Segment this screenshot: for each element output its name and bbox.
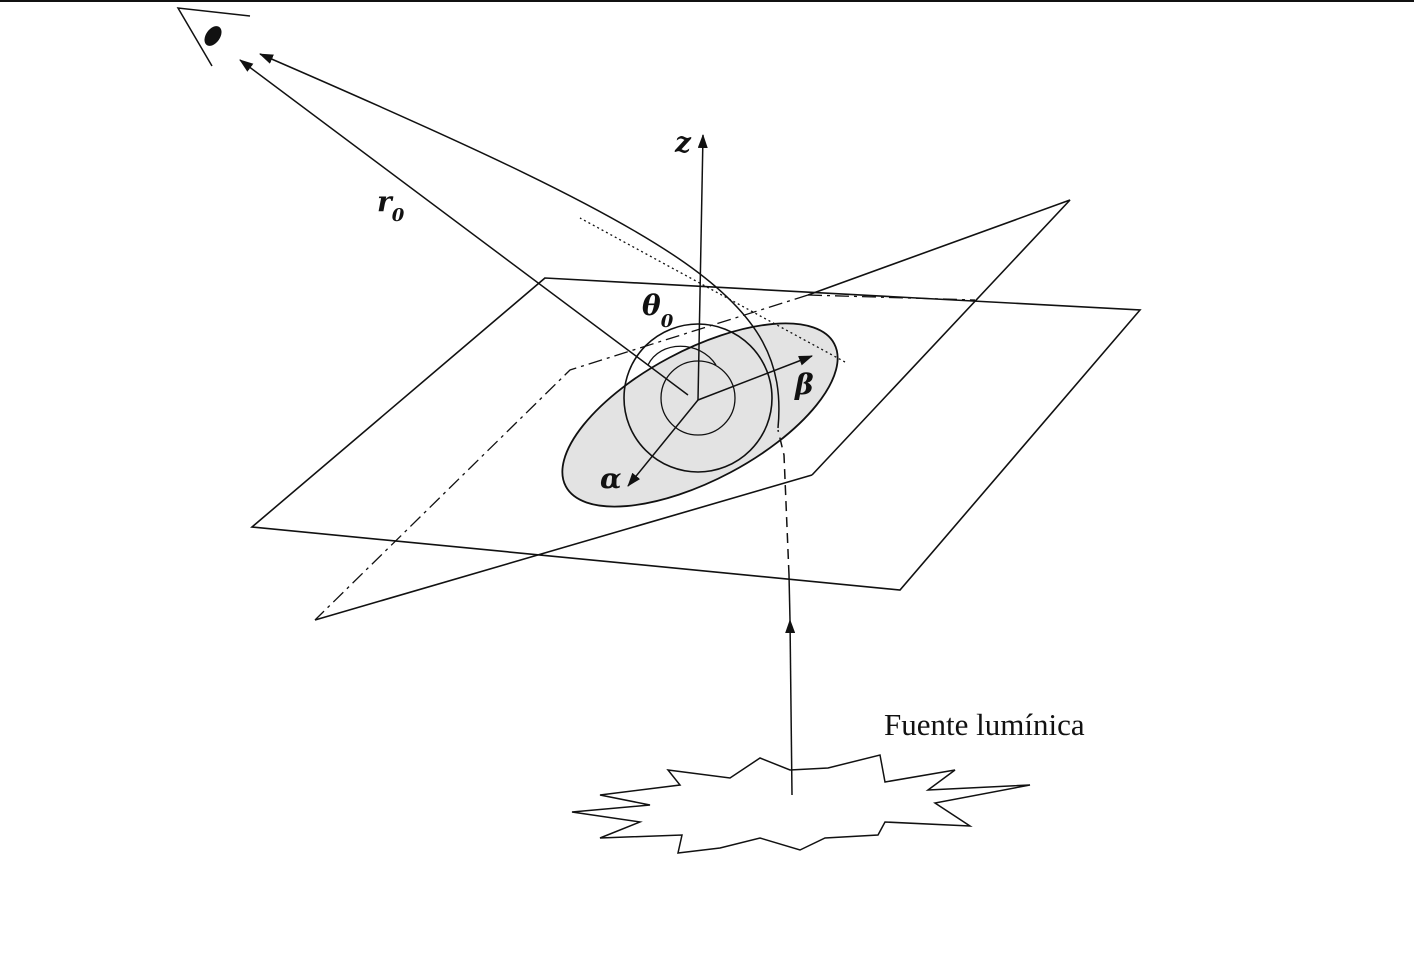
starburst-icon (571, 754, 1031, 854)
z-axis-label: z (674, 126, 692, 159)
beta-label: β (794, 368, 814, 401)
horizontal-plane (250, 277, 1142, 591)
tilted-plane-edge (314, 474, 813, 621)
outer-circle (623, 323, 773, 473)
incident-beam-upper (788, 574, 791, 621)
incident-beam-hidden (777, 429, 790, 576)
tilted-plane-hidden-edge (314, 294, 809, 621)
light-source-label: Fuente lumínica (884, 707, 1085, 742)
theta-arc (647, 345, 717, 366)
beta-axis (697, 355, 813, 401)
alpha-label: α (600, 462, 622, 495)
incident-beam (785, 619, 796, 796)
theta-label: θ0 (642, 289, 674, 332)
particle-ellipse (561, 322, 839, 508)
scattered-ray-curve (259, 53, 780, 429)
eye-icon (176, 7, 251, 67)
z-axis (697, 134, 708, 401)
theta-subscript: 0 (661, 311, 674, 332)
r0-label: r0 (377, 185, 405, 226)
r0-subscript: 0 (392, 205, 405, 226)
tilted-plane (807, 199, 1071, 476)
r0-vector (239, 59, 689, 396)
dotted-projection-line (579, 217, 846, 363)
plane-intersection-line (807, 294, 976, 301)
alpha-axis (627, 399, 699, 487)
